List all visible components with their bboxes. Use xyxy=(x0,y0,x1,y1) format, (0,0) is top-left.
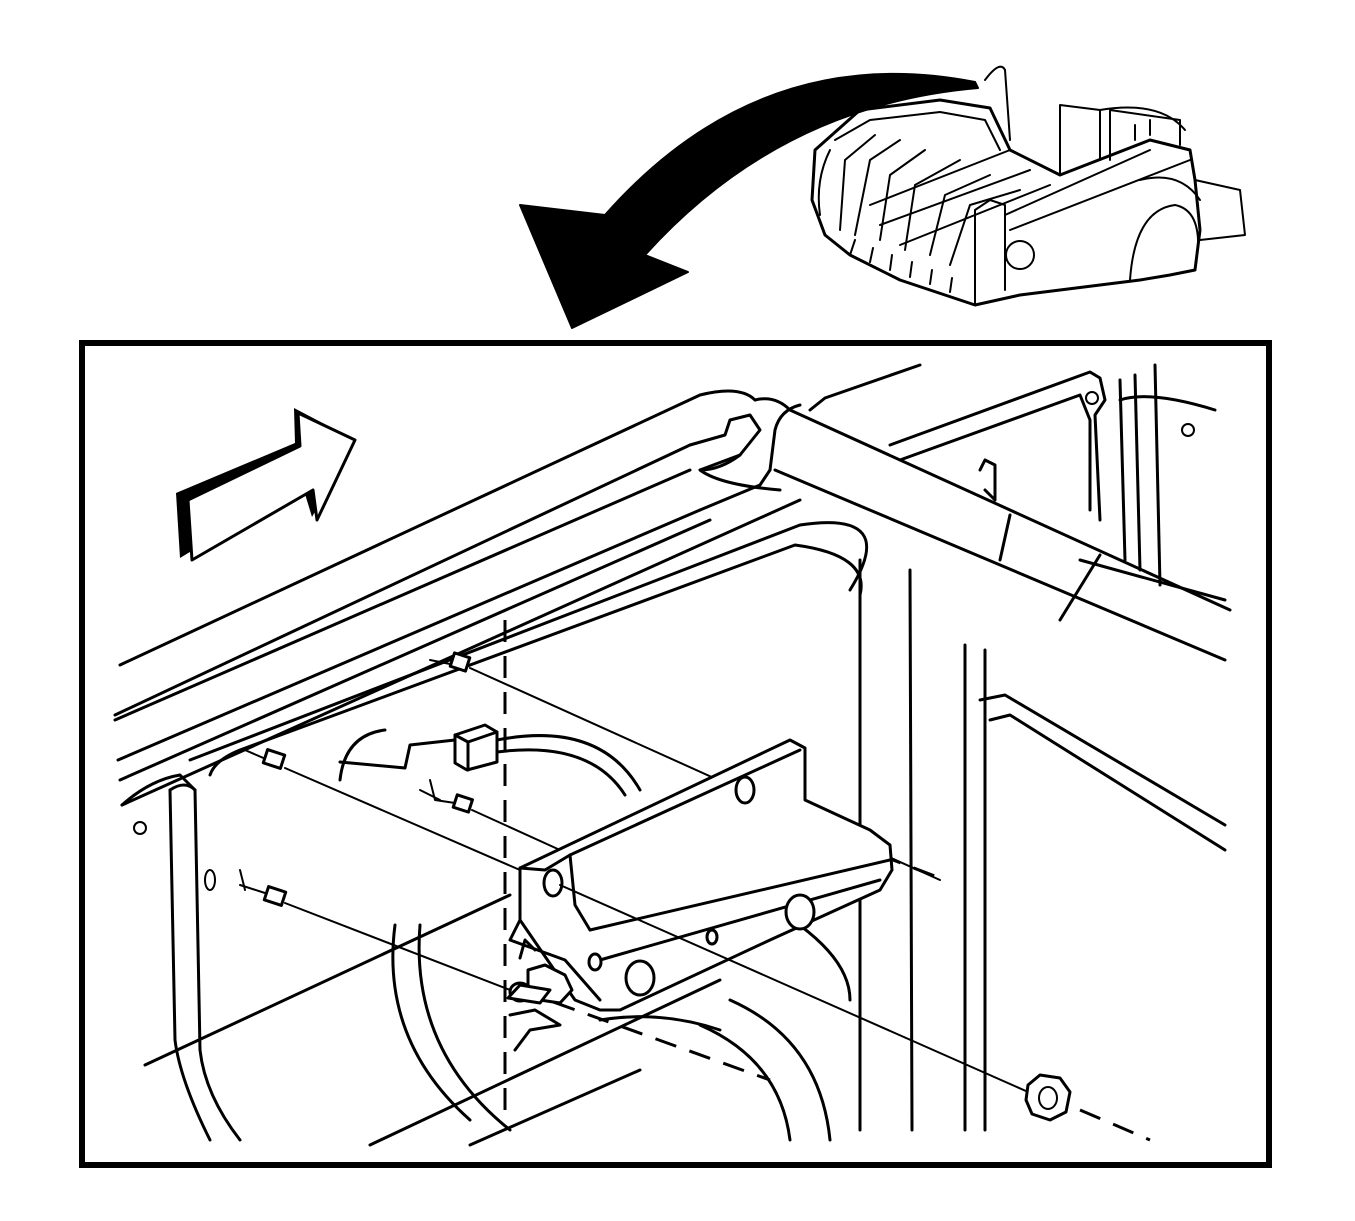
frame-crossmember xyxy=(808,363,1227,1132)
detail-frame xyxy=(79,340,1272,1168)
spare-tire xyxy=(143,893,852,1147)
retaining-nut xyxy=(1024,1073,1072,1122)
forward-direction-arrow xyxy=(176,408,357,562)
detail-view xyxy=(113,363,1232,1147)
bed-side-rail xyxy=(113,389,1232,807)
locator-arrow xyxy=(519,72,979,329)
support-bracket xyxy=(506,738,1151,1142)
locator-view-truck-bed xyxy=(810,65,1246,307)
bed-wall xyxy=(133,620,507,1142)
mounting-studs xyxy=(239,651,946,1082)
electrical-connector xyxy=(338,723,642,797)
